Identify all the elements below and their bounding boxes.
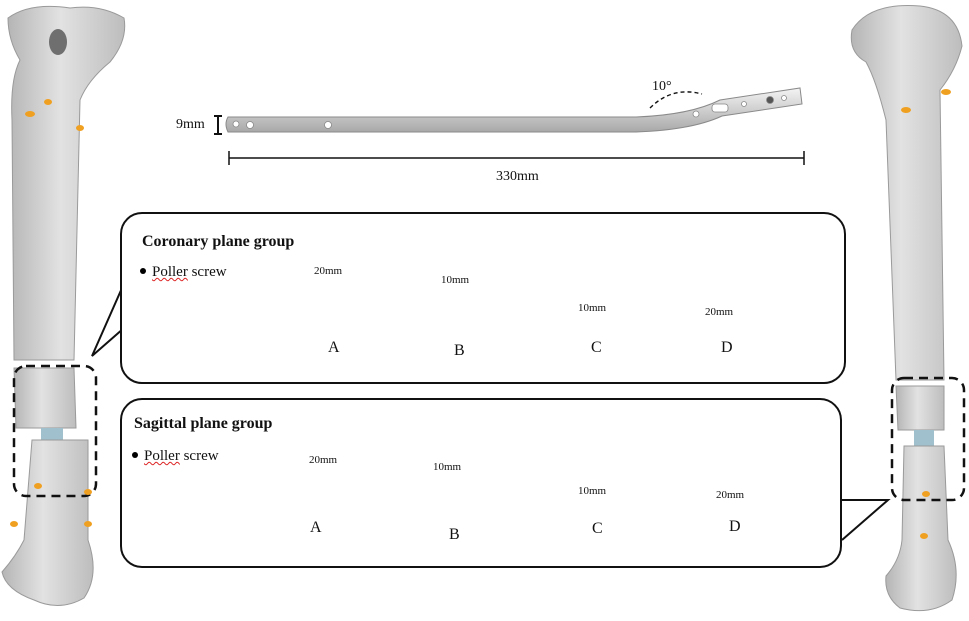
sagittal-bullet: Poller screw bbox=[132, 449, 219, 464]
nail-length-label: 330mm bbox=[496, 169, 539, 184]
coronal-case-letter: D bbox=[721, 339, 733, 356]
nail-angle-label: 10° bbox=[652, 79, 672, 94]
left-tibia-hole bbox=[49, 29, 67, 55]
sagittal-distance-label: 20mm bbox=[309, 454, 338, 466]
left-dashed-box bbox=[12, 364, 98, 498]
nail-diameter-label: 9mm bbox=[176, 117, 205, 132]
sagittal-distance-label: 20mm bbox=[716, 489, 745, 501]
sagittal-panel bbox=[120, 398, 842, 568]
coronal-case-letter: A bbox=[328, 339, 340, 356]
sagittal-case-letter: B bbox=[449, 526, 460, 543]
right-screw-markers bbox=[901, 89, 951, 539]
bullet-dot-icon bbox=[140, 267, 146, 274]
coronal-case-letter: C bbox=[591, 339, 602, 356]
right-tibia bbox=[850, 5, 966, 612]
sagittal-distance-label: 10mm bbox=[433, 461, 462, 473]
coronal-bullet: Poller screw bbox=[140, 265, 227, 280]
coronal-callout-tail bbox=[91, 287, 125, 357]
intramedullary-nail bbox=[214, 87, 805, 165]
coronal-title: Coronary plane group bbox=[142, 233, 295, 250]
left-rod-gap bbox=[41, 428, 63, 440]
sagittal-case-letter: C bbox=[592, 520, 603, 537]
sagittal-callout-tail bbox=[841, 499, 891, 541]
sagittal-title: Sagittal plane group bbox=[134, 415, 273, 432]
right-rod-gap bbox=[914, 430, 934, 446]
coronal-case-letter: B bbox=[454, 342, 465, 359]
angle-arc bbox=[649, 91, 703, 109]
coronal-distance-label: 20mm bbox=[705, 306, 734, 318]
sagittal-distance-label: 10mm bbox=[578, 485, 607, 497]
left-tibia-proximal bbox=[7, 5, 126, 361]
sagittal-case-letter: D bbox=[729, 518, 741, 535]
left-screw-markers bbox=[10, 99, 92, 527]
left-tibia bbox=[1, 5, 126, 606]
right-tibia-distal bbox=[885, 445, 957, 612]
right-tibia-proximal bbox=[850, 5, 963, 381]
sagittal-case-letter: A bbox=[310, 519, 322, 536]
bullet-dot-icon bbox=[132, 451, 138, 458]
right-dashed-box bbox=[890, 376, 966, 502]
coronal-distance-label: 10mm bbox=[578, 302, 607, 314]
right-tibia-middle bbox=[895, 385, 945, 431]
coronal-distance-label: 10mm bbox=[441, 274, 470, 286]
left-tibia-middle bbox=[13, 367, 77, 429]
coronal-panel bbox=[120, 212, 846, 384]
nail-body bbox=[225, 87, 803, 133]
left-tibia-distal bbox=[1, 439, 94, 606]
coronal-distance-label: 20mm bbox=[314, 265, 343, 277]
